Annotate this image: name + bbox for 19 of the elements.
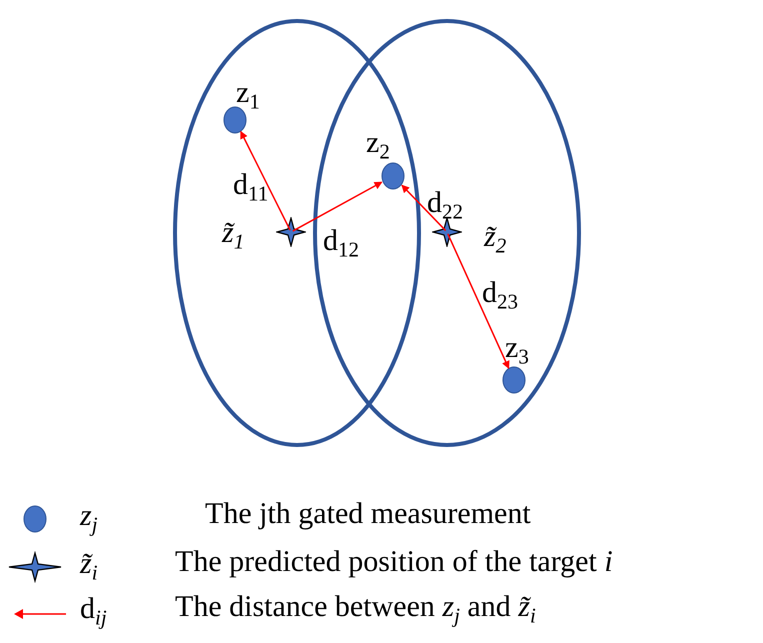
distance-arrow xyxy=(292,182,382,232)
symbol-label: d$_{ij}$ xyxy=(80,594,107,628)
distance-arrow xyxy=(447,234,510,370)
distance-arrow xyxy=(240,130,291,231)
symbol-label: z̃$_{i}$ xyxy=(80,549,98,584)
edge-label: d$_{11}$ xyxy=(233,170,268,204)
point-label: z̃$_{1}$ xyxy=(222,218,244,252)
legend-text: The predicted position of the target i xyxy=(175,547,613,577)
distance-arrow xyxy=(401,184,446,232)
point-label: z$_{1}$ xyxy=(236,78,260,112)
edge-label: d$_{22}$ xyxy=(427,188,463,222)
edge-label: d$_{12}$ xyxy=(323,226,359,260)
point-label: z$_{3}$ xyxy=(505,333,529,368)
legend-text: The jth gated measurement xyxy=(205,499,531,529)
edge-label: d$_{23}$ xyxy=(482,278,518,312)
point-label: z̃$_{2}$ xyxy=(484,222,506,256)
legend-text: The distance between z$_{j}$ and z̃$_{i}$ xyxy=(175,592,536,626)
symbol-label: z$_{j}$ xyxy=(80,501,98,536)
point-label: z$_{2}$ xyxy=(366,128,390,162)
